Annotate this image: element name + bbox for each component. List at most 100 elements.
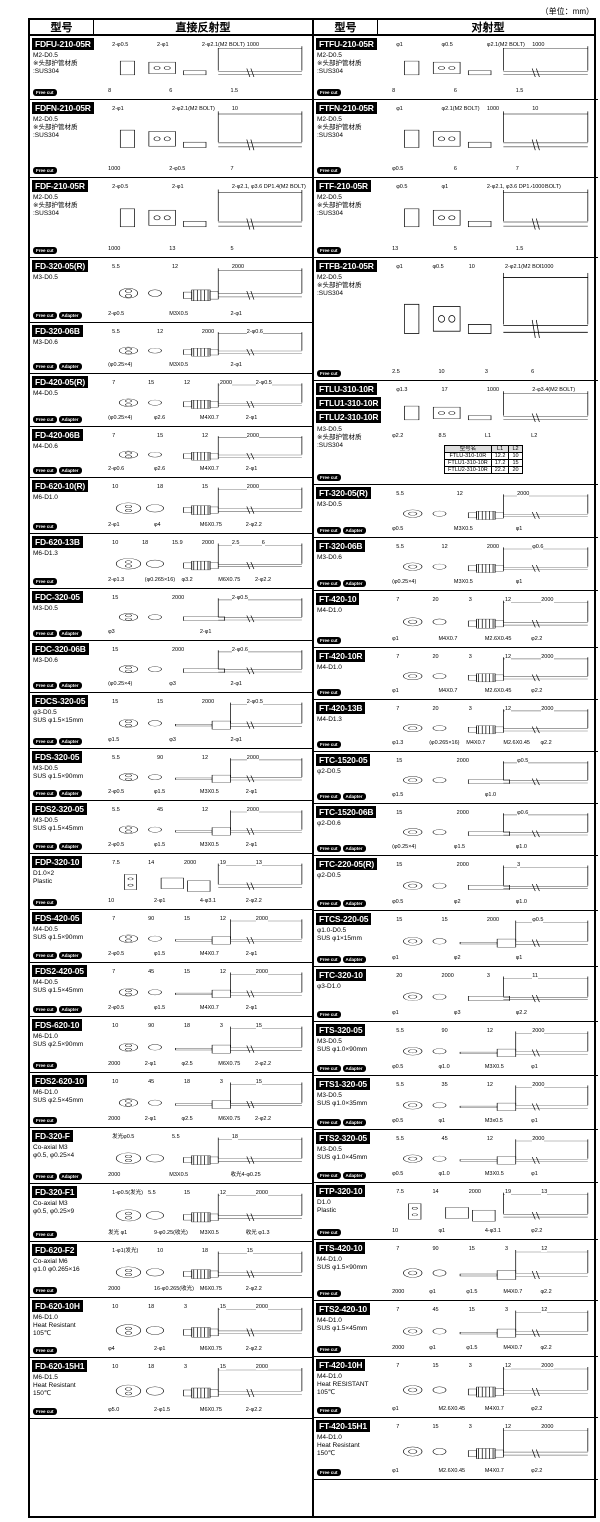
dimension-label: φ2.2: [540, 1345, 552, 1351]
fiber-hole: [127, 877, 134, 881]
fiber-drawing-svg: [118, 1082, 303, 1109]
nut: [494, 1449, 504, 1458]
sus-probe: [175, 992, 213, 995]
spec-text: M4-D0.5 SUS φ1.5×45mm: [33, 979, 84, 994]
fiber-core: [125, 1099, 132, 1103]
dimension-label: 7.5: [396, 1189, 404, 1195]
threaded-body: [211, 1100, 231, 1109]
dimension-label: φ2.2: [540, 1289, 552, 1295]
feature-badges: Free cut: [33, 89, 57, 96]
free-cut-badge: Free cut: [317, 689, 341, 696]
head-front-outline: [148, 1044, 162, 1051]
fiber-core: [408, 1156, 418, 1161]
dimension-label: 2-φ2.1, φ3.6 DP1.4(M2 BOLT): [486, 184, 561, 190]
head-body: [148, 131, 176, 147]
spec-text: M6-D1.5 Heat Resistant 150℃: [33, 1374, 76, 1397]
fiber-core: [408, 994, 418, 999]
feature-badges: Free cut: [317, 1011, 341, 1018]
fiber-core: [125, 347, 132, 351]
head-front-outline: [403, 881, 423, 890]
head-front-outline: [403, 1101, 423, 1110]
fiber-drawing-svg: [118, 702, 303, 730]
nut: [209, 291, 219, 300]
probe-tip: [183, 507, 193, 513]
dimension-label: M4X0.7: [199, 1005, 219, 1011]
fiber-core: [125, 1048, 132, 1052]
dimension-label: 2-φ0.6: [231, 647, 248, 653]
dimension-label: (φ0.25×4): [108, 362, 133, 368]
head-front-outline: [403, 937, 423, 946]
adapter-badge: Adapter: [342, 845, 366, 852]
dimension-label: 15: [396, 862, 403, 868]
adapter-badge: Adapter: [58, 467, 82, 474]
probe-tip: [183, 1214, 193, 1221]
dimension-label: 12: [201, 433, 209, 439]
dimension-label: 2-φ0.5: [108, 1005, 125, 1011]
dimension-label: 2-φ0.5: [108, 842, 125, 848]
dimension-label: φ1.5: [392, 792, 404, 798]
head-front-outline: [432, 673, 447, 679]
fiber-core: [125, 451, 132, 455]
model-number: FD-620-10(R): [32, 480, 89, 492]
model-number: FTS2-420-10: [316, 1303, 370, 1315]
dimension-label: 2-φ3.4(M2 BOLT): [532, 387, 576, 393]
cable-break: [531, 674, 540, 682]
dimension-label: φ0.5: [396, 184, 408, 190]
cable-break: [531, 564, 540, 572]
dimension-label: 6: [531, 369, 535, 375]
dimension-label: φ1: [429, 1345, 436, 1351]
dimension-label: φ1: [438, 1228, 446, 1234]
dimension-label: 2000: [255, 1304, 269, 1310]
feature-badges: Free cut: [317, 1229, 341, 1236]
dimension-label: 2-φ0.5: [108, 951, 125, 957]
nut: [494, 565, 504, 572]
head-side-view: [119, 60, 135, 76]
dimension-label: 8: [108, 88, 112, 94]
free-cut-badge: Free cut: [33, 416, 57, 423]
dimension-label: 2000: [255, 1190, 269, 1196]
dimension-label: M4X0.7: [484, 1468, 504, 1474]
bolt-hole: [448, 66, 456, 70]
dimension-label: 15: [396, 917, 403, 923]
table-header-cell: 型号名: [444, 445, 492, 453]
threaded-body: [496, 1102, 517, 1111]
dimension-label: 90: [157, 755, 164, 761]
dimension-label: 2000: [219, 380, 233, 386]
table-cell: FTLU1-310-10R: [444, 459, 492, 467]
cable-break: [246, 348, 255, 356]
head-body: [148, 209, 176, 226]
table-cell: FTLU2-310-10R: [444, 466, 492, 474]
feature-badges: Free cut: [317, 1346, 341, 1353]
dimension-label: 11: [532, 973, 538, 979]
dimension-label: 10: [438, 369, 445, 375]
dimension-label: 2000: [255, 969, 269, 975]
dimension-label: M6X0.75: [199, 1286, 222, 1292]
flat-head: [467, 324, 492, 334]
table-cell: 17.2: [490, 459, 510, 467]
dimension-label: 2-φ1: [245, 466, 258, 472]
cable-break: [531, 413, 540, 423]
cable-break: [531, 883, 540, 892]
cable-break: [246, 139, 255, 151]
fiber-drawing-svg: [115, 543, 303, 571]
dimension-label: φ1.0: [438, 1171, 450, 1177]
dimension-label: 2-φ2.1(M2 BOLT): [505, 264, 548, 270]
dimension-label: 14: [432, 1189, 439, 1195]
dimension-label: 2000: [201, 540, 215, 546]
probe-tip: [183, 1389, 193, 1397]
cable-break: [531, 1211, 540, 1220]
